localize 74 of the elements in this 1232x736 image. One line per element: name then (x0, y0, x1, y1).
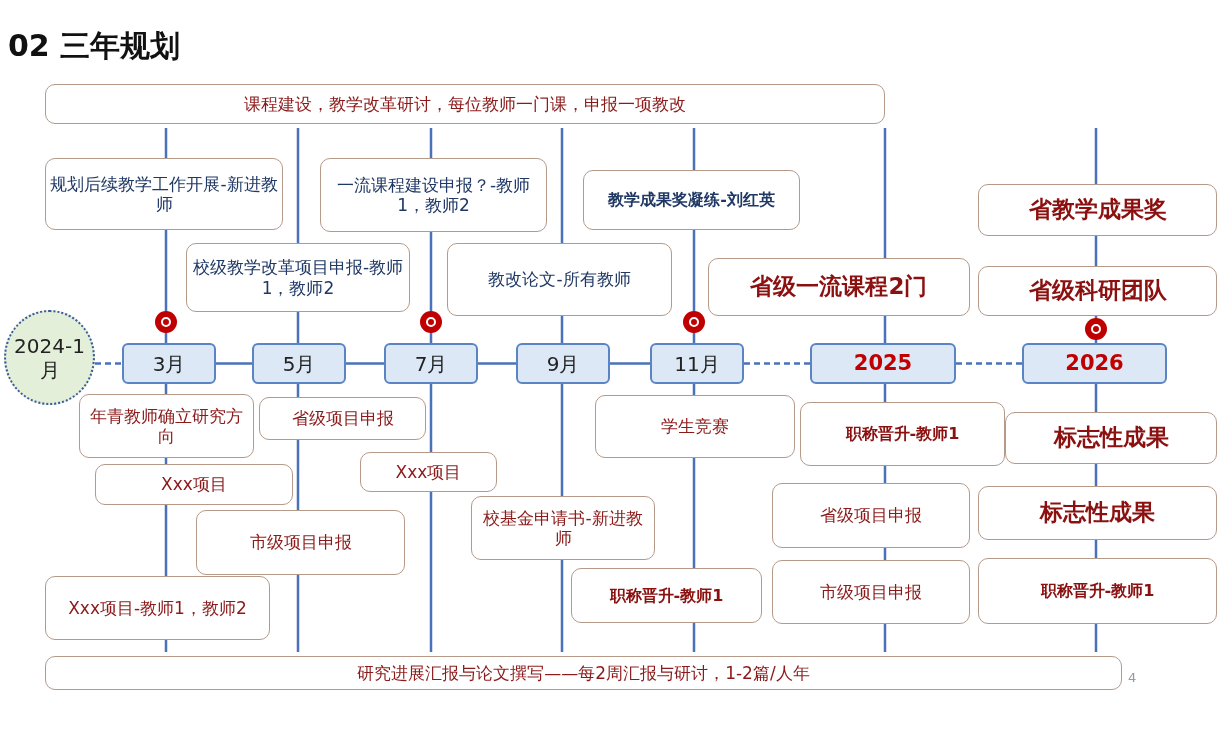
event-box (978, 558, 1217, 624)
timeline-connector (956, 362, 1022, 365)
event-text: 标志性成果 (1053, 424, 1169, 452)
event-box (45, 576, 270, 640)
timeline-box (810, 343, 956, 384)
date-label: 7月 (414, 351, 448, 376)
banner-box (45, 656, 1122, 690)
event-text: 教学成果奖凝练-刘红英 (608, 190, 775, 210)
event-text: 教改论文-所有教师 (488, 269, 631, 290)
event-box (772, 560, 970, 624)
event-box (978, 184, 1217, 236)
event-text: 规划后续教学工作开展-新进教师 (50, 173, 278, 215)
timeline-connector (216, 362, 252, 365)
event-text: 学生竞赛 (661, 416, 729, 437)
event-text: 市级项目申报 (820, 581, 922, 603)
date-label: 11月 (674, 351, 720, 376)
date-label: 2026 (1065, 350, 1124, 377)
event-text: 职称晋升-教师1 (609, 585, 724, 606)
event-text: 省级科研团队 (1028, 277, 1167, 305)
event-text: Xxx项目-教师1，教师2 (68, 597, 247, 619)
event-box (79, 394, 254, 458)
event-text: 省教学成果奖 (1028, 196, 1167, 224)
event-text: 标志性成果 (1040, 499, 1155, 527)
event-text: 研究进展汇报与论文撰写——每2周汇报与研讨，1-2篇/人年 (357, 662, 810, 684)
event-box (1005, 412, 1217, 464)
event-text: 省级项目申报 (291, 408, 394, 429)
timeline-box (516, 343, 610, 384)
event-text: Xxx项目 (395, 461, 462, 483)
event-box (196, 510, 405, 575)
timeline-box (650, 343, 744, 384)
banner-box (45, 84, 885, 124)
event-text: 校基金申请书-新进教师 (482, 507, 644, 549)
event-text: 省级项目申报 (820, 505, 922, 526)
event-box (978, 266, 1217, 316)
page-number: 4 (1128, 670, 1137, 685)
event-box (978, 486, 1217, 540)
event-box (800, 402, 1005, 466)
timeline-box (1022, 343, 1167, 384)
event-box (571, 568, 762, 623)
event-box (45, 158, 283, 230)
event-box (95, 464, 293, 505)
date-label: 2025 (853, 350, 913, 377)
timeline-connector (346, 362, 384, 365)
event-box (708, 258, 970, 316)
event-text: 省级一流课程2门 (750, 273, 928, 301)
event-box (320, 158, 547, 232)
timeline-box (252, 343, 346, 384)
timeline-connector (610, 362, 650, 365)
date-label: 3月 (152, 351, 186, 376)
event-text: Xxx项目 (161, 474, 227, 495)
timeline-box (384, 343, 478, 384)
event-box (360, 452, 497, 492)
event-box (772, 483, 970, 548)
event-text: 一流课程建设申报？-教师1，教师2 (335, 174, 532, 216)
timeline-connector (478, 362, 516, 365)
slide-title: 02 三年规划 (8, 27, 181, 65)
event-box (595, 395, 795, 458)
timeline-box (122, 343, 216, 384)
event-text: 年青教师确立研究方向 (89, 405, 244, 447)
event-text: 市级项目申报 (249, 532, 352, 553)
event-box (186, 243, 410, 312)
event-box (471, 496, 655, 560)
date-label: 5月 (282, 351, 316, 376)
event-box (583, 170, 800, 230)
timeline-connector (95, 362, 122, 365)
event-box (259, 397, 426, 440)
date-label: 9月 (546, 351, 580, 376)
event-text: 职称晋升-教师1 (845, 424, 960, 444)
event-text: 校级教学改革项目申报-教师1，教师2 (191, 257, 405, 298)
event-box (447, 243, 672, 316)
timeline-connector (744, 362, 810, 365)
event-text: 课程建设，教学改革研讨，每位教师一门课，申报一项教改 (244, 93, 686, 115)
event-text: 职称晋升-教师1 (1040, 581, 1155, 601)
date-label: 2024-1月 (13, 333, 86, 382)
